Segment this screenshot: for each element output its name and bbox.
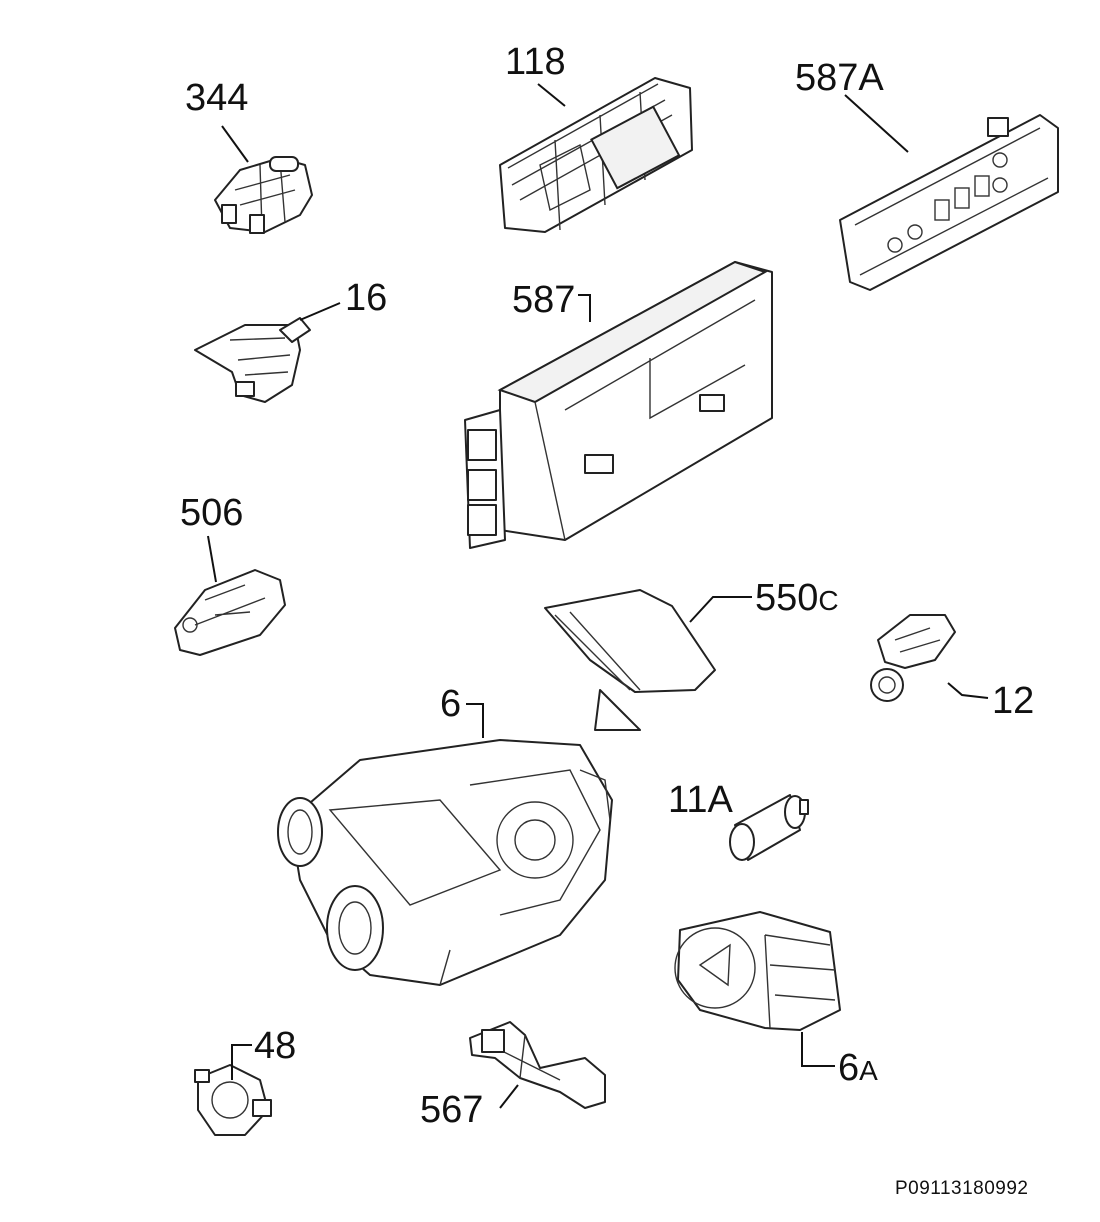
part-567-bracket: [469, 1021, 606, 1109]
callout-550C: 550C: [755, 577, 839, 619]
callout-11A: 11A: [668, 779, 733, 821]
callout-506: 506: [180, 492, 243, 534]
part-16-door-lock: [194, 317, 311, 403]
callout-567: 567: [420, 1089, 483, 1131]
callout-12: 12: [992, 680, 1034, 722]
part-344-switch: [214, 156, 313, 234]
leader-16: [299, 302, 341, 321]
part-506-sensor: [174, 569, 286, 656]
leader-567: [499, 1084, 519, 1109]
leader-587: [578, 294, 591, 322]
callout-344: 344: [185, 77, 248, 119]
part-12-pressure-switch: [870, 614, 956, 702]
leader-12: [947, 682, 989, 699]
callout-118: 118: [505, 41, 566, 83]
leader-6: [466, 703, 484, 738]
part-6-circulation-pump: [277, 739, 613, 986]
callout-587: 587: [512, 279, 575, 321]
leader-118: [537, 83, 566, 107]
leader-48: [231, 1044, 252, 1080]
callout-6A: 6A: [838, 1047, 878, 1089]
part-550C-baffle: [544, 589, 716, 731]
callout-16: 16: [345, 277, 387, 319]
callout-6: 6: [440, 683, 461, 725]
part-6A-drain-pump: [674, 911, 841, 1031]
part-587-electronics-box: [464, 260, 773, 549]
leader-6A: [801, 1032, 835, 1067]
leader-550C: [689, 596, 752, 623]
leader-587A: [844, 94, 909, 153]
document-reference: P09113180992: [895, 1178, 1029, 1199]
part-118-control-board: [499, 77, 693, 233]
leader-344: [221, 125, 249, 163]
part-48-temperature-sensor: [194, 1064, 272, 1136]
callout-48: 48: [254, 1025, 296, 1067]
part-587A-display-board: [839, 114, 1059, 291]
part-11A-component: [729, 794, 809, 861]
callout-587A: 587A: [795, 57, 884, 99]
leader-506: [207, 535, 217, 583]
